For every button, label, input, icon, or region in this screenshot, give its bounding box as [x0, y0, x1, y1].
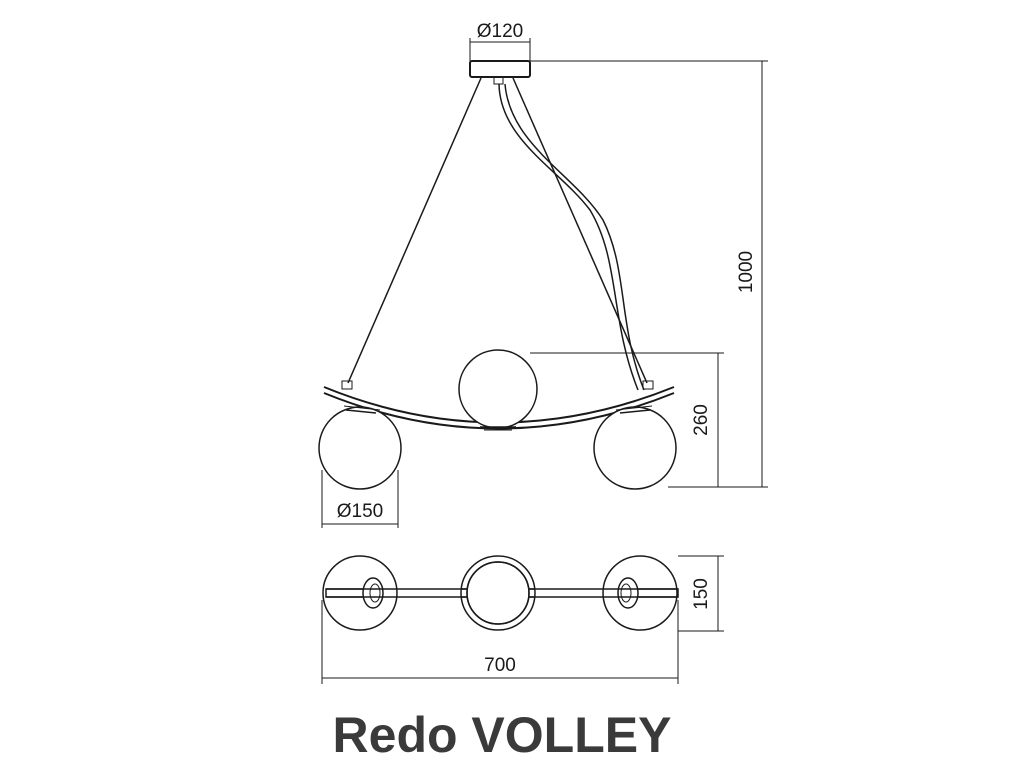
- top-center-ring-redraw: [466, 561, 530, 625]
- ceiling-canopy: [469, 60, 531, 78]
- globe-left-holder: [345, 409, 377, 414]
- side-view: Ø120 1000 260 Ø150: [318, 21, 768, 528]
- globe-left-holder-detail: [343, 405, 381, 411]
- top-mount-left: [362, 577, 384, 609]
- top-view: 150 700: [321, 555, 724, 684]
- dim-globe-diameter: Ø150: [337, 501, 383, 522]
- dim-top-depth: 150: [691, 578, 712, 610]
- dim-canopy-diameter: Ø120: [477, 21, 523, 42]
- globe-right-holder: [619, 409, 651, 414]
- globe-right: [593, 406, 677, 490]
- globe-left: [318, 406, 402, 490]
- globe-center: [458, 349, 538, 429]
- power-cable-strand: [504, 83, 645, 391]
- suspension-wire-right: [512, 77, 648, 384]
- canopy-connector: [493, 76, 504, 85]
- top-mount-right-inner: [620, 583, 632, 603]
- top-globe-left: [322, 555, 398, 631]
- arm-mount-right: [642, 380, 654, 390]
- globe-right-holder-detail: [615, 405, 653, 411]
- dim-total-height: 1000: [736, 251, 757, 293]
- top-globe-right: [602, 555, 678, 631]
- top-mount-right: [617, 577, 639, 609]
- top-center-ring-cover: [468, 588, 528, 598]
- power-cable: [498, 83, 639, 391]
- top-mount-left-inner: [369, 583, 381, 603]
- product-title: Redo VOLLEY: [333, 707, 672, 763]
- arm-mount-left: [341, 380, 353, 390]
- dim-globe-height: 260: [691, 404, 712, 436]
- dim-total-width: 700: [484, 655, 516, 676]
- suspension-wire-left: [347, 77, 482, 384]
